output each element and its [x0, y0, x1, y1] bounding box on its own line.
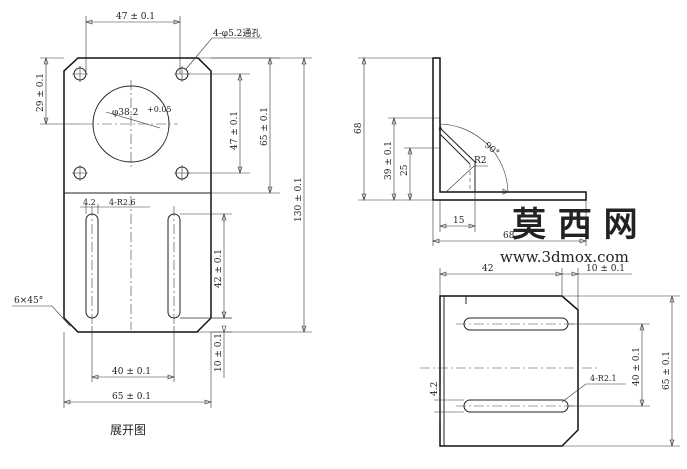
dim-side-68-horizontal: 68: [503, 231, 515, 241]
dim-bottom-4-2: 4.2: [430, 382, 440, 396]
dim-side-68-vertical: 68: [354, 122, 364, 134]
dim-bottom-slot: 4-R2.1: [590, 374, 617, 383]
watermark-title: 莫 西 网: [512, 205, 638, 245]
dim-side-r2: R2: [474, 156, 487, 166]
dim-left-29: 29 ± 0.1: [36, 73, 46, 112]
flat-pattern-view: 47 ± 0.1 4-φ5.2通孔 29 ± 0.1 φ38.2 +0.05 4…: [12, 12, 312, 437]
watermark-url: www.3dmox.com: [500, 248, 629, 266]
dim-chamfer: 6×45°: [14, 296, 43, 306]
dim-side-25: 25: [400, 164, 410, 176]
side-view: 68 39 ± 0.1 25 90° R2 15 68: [354, 57, 587, 246]
dim-130: 130 ± 0.1: [294, 177, 304, 222]
dim-65-horizontal: 65 ± 0.1: [112, 392, 151, 402]
dim-40-horizontal: 40 ± 0.1: [112, 367, 151, 377]
dim-bottom-40-vertical: 40 ± 0.1: [632, 347, 642, 386]
bottom-view: 42 10 ± 0.1 40 ± 0.1 65 ± 0.1 4.2 4-R2.1: [420, 264, 680, 447]
dim-holes-note: 4-φ5.2通孔: [213, 28, 260, 39]
bracket-profile: [432, 57, 587, 201]
dim-65-vertical: 65 ± 0.1: [260, 107, 270, 146]
dim-bottom-42: 42: [482, 264, 493, 274]
dim-47-vertical: 47 ± 0.1: [230, 111, 240, 150]
dim-10-vertical: 10 ± 0.1: [214, 333, 224, 372]
flat-pattern-caption: 展开图: [110, 423, 146, 437]
dim-top-width: 47 ± 0.1: [116, 12, 155, 22]
dim-42-vertical: 42 ± 0.1: [214, 249, 224, 288]
dim-circle-tol: +0.05: [147, 105, 172, 114]
dim-circle: φ38.2: [112, 108, 138, 118]
dim-side-15: 15: [453, 216, 465, 226]
dim-side-39: 39 ± 0.1: [384, 141, 394, 180]
dim-slot-width: 4-R2.6: [109, 198, 136, 207]
dim-bottom-10: 10 ± 0.1: [586, 264, 625, 274]
dim-slot-width-small: 4.2: [83, 198, 96, 207]
bracket-gusset: [439, 127, 476, 192]
watermark: 莫 西 网 www.3dmox.com: [500, 205, 638, 266]
dim-bottom-65-vertical: 65 ± 0.1: [662, 351, 672, 390]
